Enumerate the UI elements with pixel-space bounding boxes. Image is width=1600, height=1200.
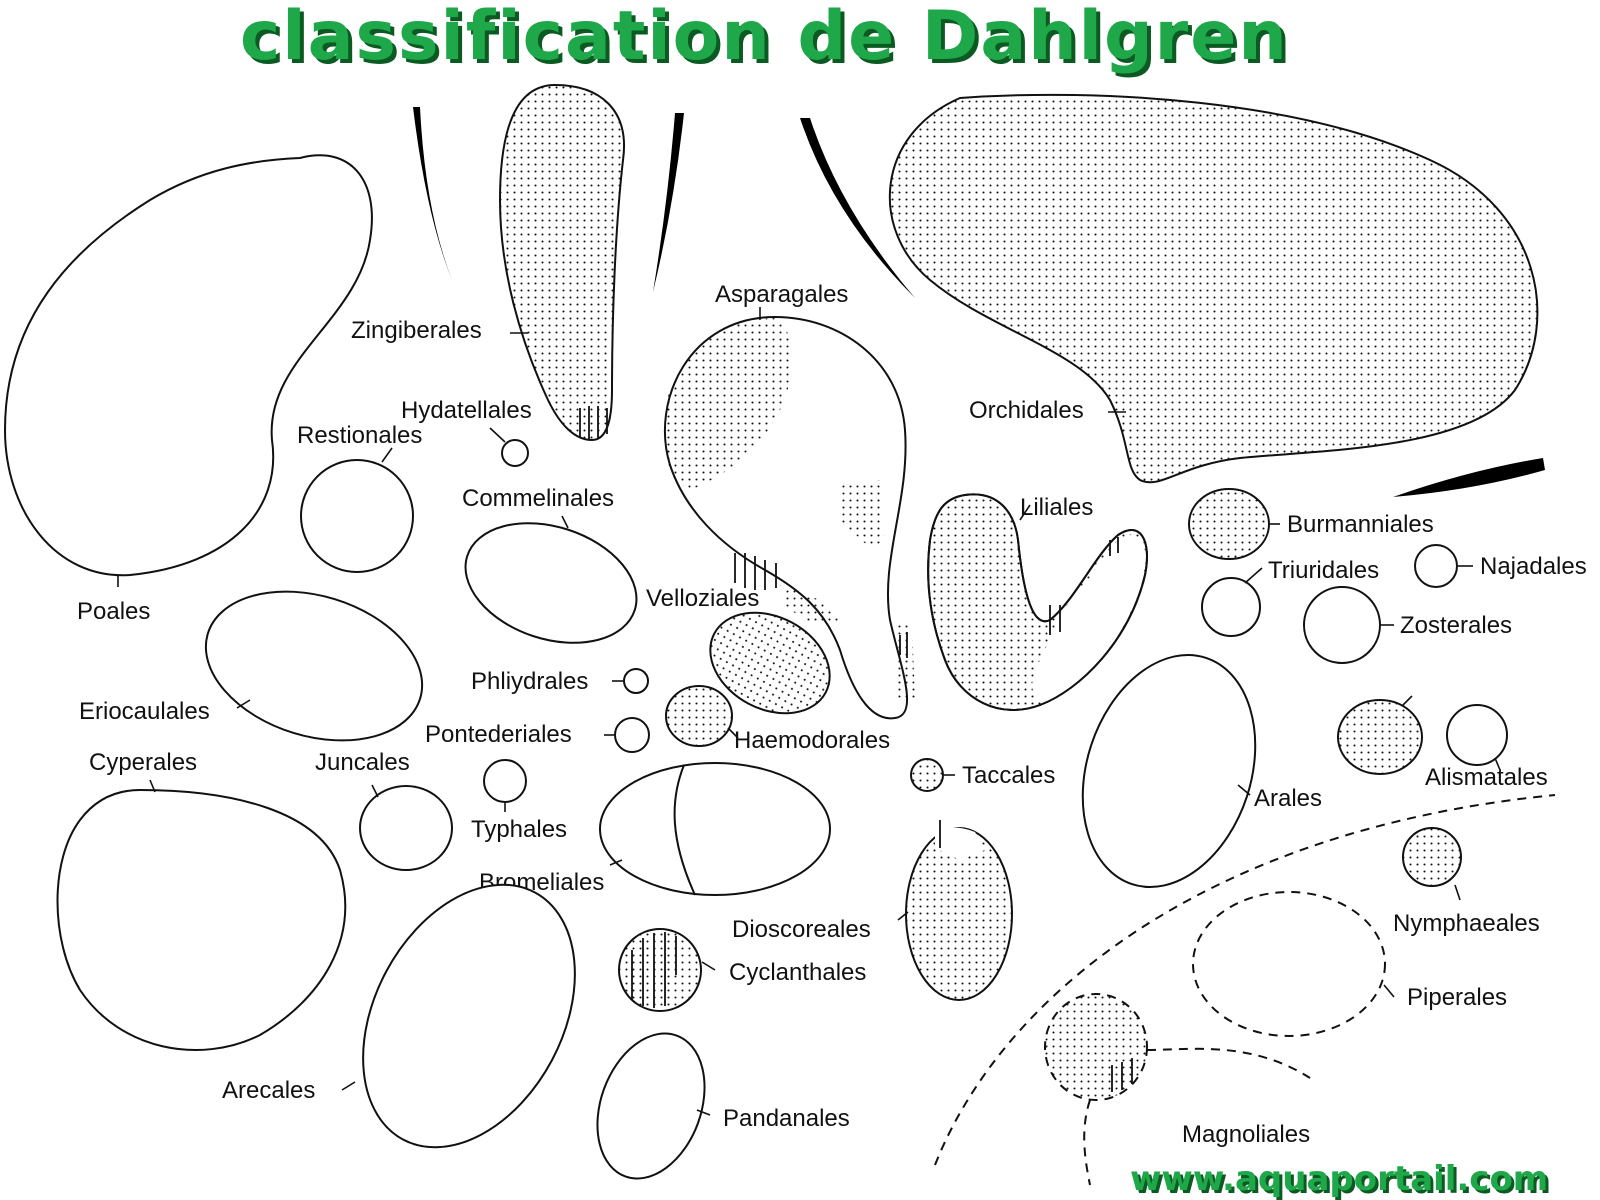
eriocaulales-leader xyxy=(236,699,251,709)
pontederiales-region xyxy=(614,717,650,753)
alismatales-region-a xyxy=(1337,699,1423,775)
arecales-label: Arecales xyxy=(222,1077,315,1104)
poales-region xyxy=(3,154,373,577)
liliales-outline xyxy=(927,493,1148,711)
nymphaeales-region xyxy=(1402,827,1462,887)
eriocaulales-label: Eriocaulales xyxy=(79,698,210,725)
juncales-leader xyxy=(371,784,379,798)
watermark: www.aquaportail.com xyxy=(1130,1159,1548,1199)
restionales-label: Restionales xyxy=(297,422,422,449)
bromeliales-divider xyxy=(673,764,696,896)
najadales-region xyxy=(1414,544,1458,588)
hydatellales-label: Hydatellales xyxy=(401,397,532,424)
commelinales-region xyxy=(464,522,638,644)
asparagales-dotted-patch-1 xyxy=(840,480,885,548)
triuridales-leader xyxy=(1244,567,1263,584)
sliver-4 xyxy=(1393,458,1545,497)
sliver-3 xyxy=(800,118,915,298)
cyperales-label: Cyperales xyxy=(89,749,197,776)
taccales-region xyxy=(910,758,944,792)
magnoliales-label: Magnoliales xyxy=(1182,1121,1310,1148)
piperales-label: Piperales xyxy=(1407,984,1507,1011)
haemodorales-label: Haemodorales xyxy=(734,727,890,754)
arecales-region xyxy=(362,883,576,1149)
cyclanthales-region xyxy=(618,928,702,1012)
magnoliales-region xyxy=(1044,993,1148,1101)
cyperales-region xyxy=(56,788,347,1051)
juncales-label: Juncales xyxy=(315,749,410,776)
haemodorales-leader xyxy=(727,727,739,739)
dioscoreales-label: Dioscoreales xyxy=(732,916,871,943)
bromeliales-leader xyxy=(609,859,623,866)
dioscoreales-plain-area xyxy=(935,827,985,860)
dioscoreales-leader xyxy=(897,911,909,921)
orchidales-region xyxy=(888,93,1539,484)
alismatales-region-b xyxy=(1446,704,1508,766)
nymphaeales-leader xyxy=(1454,884,1461,901)
pandanales-leader xyxy=(696,1109,711,1116)
piperales-region xyxy=(1192,891,1386,1037)
commelinales-leader xyxy=(561,515,569,529)
dashed-boundary-arc xyxy=(934,794,1556,1166)
taccales-label: Taccales xyxy=(962,762,1055,789)
burmanniales-region xyxy=(1188,488,1270,560)
pontederiales-label: Pontederiales xyxy=(425,721,572,748)
restionales-region xyxy=(300,459,414,573)
typhales-label: Typhales xyxy=(471,816,567,843)
zosterales-label: Zosterales xyxy=(1400,612,1512,639)
burmanniales-label: Burmanniales xyxy=(1287,511,1434,538)
triuridales-label: Triuridales xyxy=(1268,557,1379,584)
bromeliales-region xyxy=(599,762,831,896)
asparagales-dotted-area xyxy=(663,318,793,490)
liliales-plain-area xyxy=(1032,535,1146,701)
magnoliales-dashed-stem xyxy=(1083,1099,1091,1186)
zosterales-region xyxy=(1303,586,1381,664)
asparagales-dotted-patch-3 xyxy=(895,625,915,700)
haemodorales-region xyxy=(665,685,733,747)
juncales-region xyxy=(359,785,453,871)
poales-label: Poales xyxy=(77,598,150,625)
pandanales-label: Pandanales xyxy=(723,1105,850,1132)
title-shadow: classification de Dahlgren xyxy=(244,1,1293,80)
page-title: classification de Dahlgren xyxy=(240,0,1289,76)
arales-leader xyxy=(1237,784,1251,796)
alismatales-label: Alismatales xyxy=(1425,764,1548,791)
zingiberales-label: Zingiberales xyxy=(351,317,482,344)
piperales-leader xyxy=(1383,984,1395,998)
sliver-2 xyxy=(653,113,684,292)
arales-label: Arales xyxy=(1254,785,1322,812)
liliales-label: Liliales xyxy=(1020,494,1093,521)
cyclanthales-label: Cyclanthales xyxy=(729,959,866,986)
liliales-leader xyxy=(1019,504,1031,521)
eriocaulales-region xyxy=(204,590,424,742)
alismatales-leader-b xyxy=(1494,757,1501,771)
najadales-label: Najadales xyxy=(1480,553,1587,580)
orchidales-label: Orchidales xyxy=(969,397,1084,424)
magnoliales-dashed-tail xyxy=(1146,1047,1311,1079)
cyperales-leader xyxy=(149,779,156,793)
hydatellales-leader xyxy=(489,427,506,443)
sliver-1 xyxy=(413,107,452,280)
arecales-leader xyxy=(341,1081,356,1091)
asparagales-dotted-patch-2 xyxy=(780,585,840,625)
pandanales-region xyxy=(596,1032,706,1180)
arales-region xyxy=(1081,654,1257,888)
velloziales-label: Velloziales xyxy=(646,585,759,612)
alismatales-leader-a xyxy=(1401,695,1413,707)
hydatellales-region xyxy=(501,439,529,467)
commelinales-label: Commelinales xyxy=(462,485,614,512)
asparagales-label: Asparagales xyxy=(715,281,848,308)
phliydrales-label: Phliydrales xyxy=(471,668,588,695)
phliydrales-region xyxy=(623,668,649,694)
watermark-shadow: www.aquaportail.com xyxy=(1133,1162,1551,1200)
nymphaeales-label: Nymphaeales xyxy=(1393,910,1540,937)
restionales-leader xyxy=(381,447,393,463)
triuridales-region xyxy=(1201,577,1261,637)
zingiberales-region xyxy=(498,83,625,442)
typhales-region xyxy=(483,759,527,803)
cyclanthales-leader xyxy=(701,961,716,971)
velloziales-region xyxy=(709,611,831,715)
